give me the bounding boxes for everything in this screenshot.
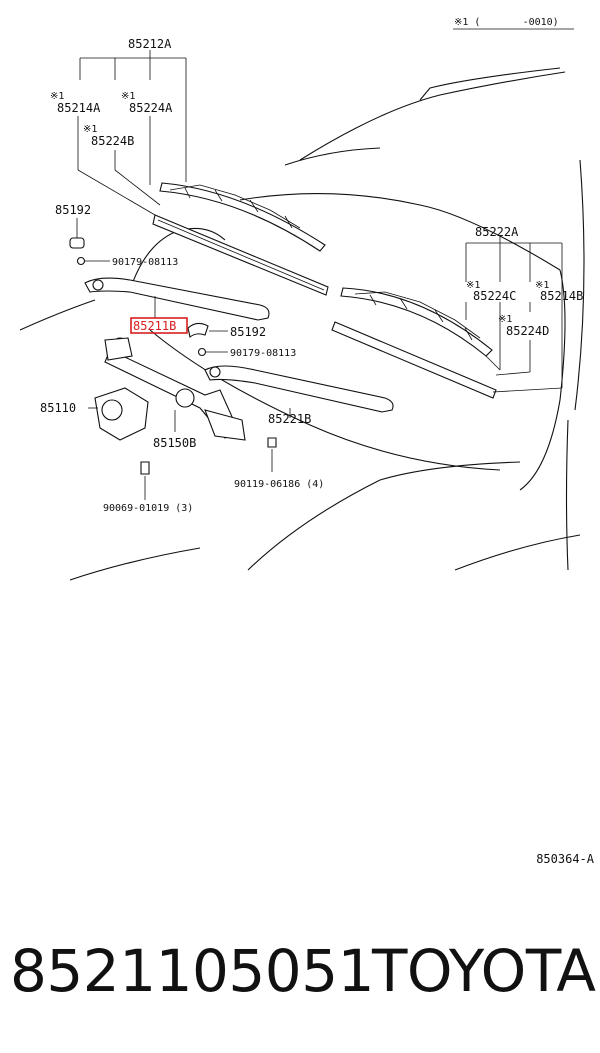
label-85224A[interactable]: 85224A — [129, 101, 173, 115]
label-90179-left[interactable]: 90179-08113 — [112, 257, 178, 268]
label-85192-left[interactable]: 85192 — [55, 203, 91, 217]
label-90179-right[interactable]: 90179-08113 — [230, 348, 296, 359]
nut-right — [197, 347, 207, 357]
drawing-code: 850364-A — [536, 852, 594, 866]
label-85222A[interactable]: 85222A — [475, 225, 519, 239]
right-wiper-blade — [331, 287, 497, 399]
footer: 8521105051 TOYOTA — [0, 935, 600, 1015]
label-85224B[interactable]: 85224B — [91, 134, 134, 148]
wiper-link-and-motor — [94, 337, 246, 441]
label-85150B[interactable]: 85150B — [153, 436, 196, 450]
label-90069[interactable]: 90069-01019 (3) — [103, 503, 193, 514]
left-wiper-blade — [152, 182, 329, 296]
label-85110[interactable]: 85110 — [40, 401, 76, 415]
label-85192-right[interactable]: 85192 — [230, 325, 266, 339]
mark-note-4: ※1 — [466, 280, 480, 291]
header-note: ※1 ( -0010) — [454, 17, 559, 28]
nut-left — [76, 256, 86, 266]
brand-name: TOYOTA — [372, 937, 596, 1005]
bolt-right — [267, 437, 277, 448]
label-85221B[interactable]: 85221B — [268, 412, 311, 426]
parts-diagram: ※1 ( -0010) — [19, 17, 585, 581]
right-wiper-arm — [204, 365, 394, 413]
bolt-motor — [140, 461, 150, 475]
cap-right — [187, 322, 209, 338]
part-number: 8521105051 — [10, 937, 375, 1005]
mark-note-2: ※1 — [121, 91, 135, 102]
label-85214B[interactable]: 85214B — [540, 289, 583, 303]
label-85212A[interactable]: 85212A — [128, 37, 172, 51]
left-wiper-arm — [84, 277, 270, 321]
label-85224D[interactable]: 85224D — [506, 324, 549, 338]
label-85211B[interactable]: 85211B — [133, 319, 176, 333]
leader-lines — [76, 50, 563, 500]
label-85224C[interactable]: 85224C — [473, 289, 516, 303]
mark-note-1: ※1 — [50, 91, 64, 102]
mark-note-3: ※1 — [83, 124, 97, 135]
label-90119[interactable]: 90119-06186 (4) — [234, 479, 324, 490]
cap-left — [69, 237, 85, 249]
mark-note-5: ※1 — [535, 280, 549, 291]
mark-note-6: ※1 — [498, 314, 512, 325]
label-85214A[interactable]: 85214A — [57, 101, 101, 115]
highlight-box — [130, 317, 188, 334]
